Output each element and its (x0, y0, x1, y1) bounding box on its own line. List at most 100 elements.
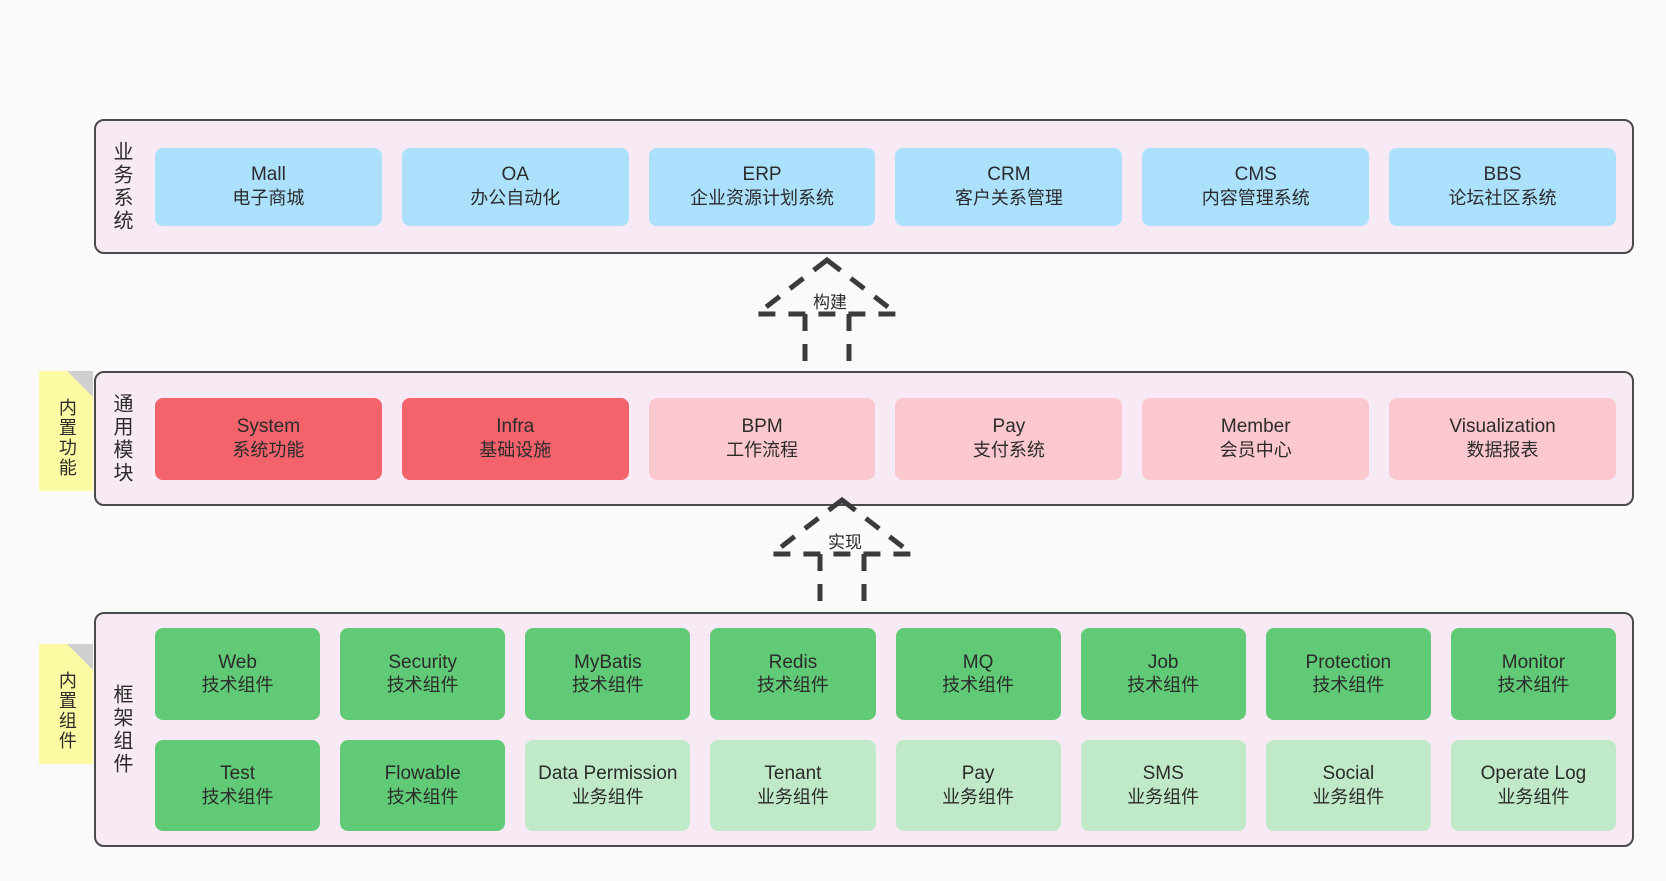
card-crm[interactable]: CRM 客户关系管理 (895, 147, 1123, 226)
card-monitor[interactable]: Monitor 技术组件 (1450, 628, 1616, 720)
card-operate-log[interactable]: Operate Log 业务组件 (1450, 739, 1616, 831)
card-title-en: Infra (496, 416, 535, 438)
card-bbs[interactable]: BBS 论坛社区系统 (1389, 147, 1616, 226)
card-title-cn: 工作流程 (726, 440, 799, 461)
card-bpm[interactable]: BPM 工作流程 (648, 397, 876, 480)
card-social[interactable]: Social 业务组件 (1265, 739, 1431, 831)
framework-row-tech: Web 技术组件 Security 技术组件 MyBatis 技术组件 Redi… (155, 628, 1616, 720)
card-cms[interactable]: CMS 内容管理系统 (1142, 147, 1370, 226)
card-title-cn: 技术组件 (386, 675, 459, 696)
framework-row-business: Test 技术组件 Flowable 技术组件 Data Permission … (155, 739, 1616, 831)
card-title-cn: 技术组件 (1127, 675, 1200, 696)
card-title-en: System (236, 416, 301, 438)
card-title-en: MyBatis (574, 651, 642, 673)
card-title-en: Mall (250, 164, 286, 186)
card-title-cn: 办公自动化 (470, 188, 561, 209)
business-card-row: Mall 电子商城 OA 办公自动化 ERP 企业资源计划系统 CRM 客户关系… (139, 121, 1632, 252)
card-security[interactable]: Security 技术组件 (340, 628, 506, 720)
card-title-en: Monitor (1501, 651, 1566, 673)
card-title-cn: 业务组件 (942, 786, 1015, 807)
modules-card-row: System 系统功能 Infra 基础设施 BPM 工作流程 Pay 支付系统… (139, 373, 1632, 504)
card-web[interactable]: Web 技术组件 (155, 628, 321, 720)
card-title-en: MQ (962, 651, 994, 673)
card-title-en: Job (1147, 651, 1179, 673)
card-title-en: ERP (742, 164, 782, 186)
card-title-cn: 业务组件 (1497, 786, 1570, 807)
card-pay-module[interactable]: Pay 支付系统 (895, 397, 1123, 480)
card-title-en: Social (1322, 763, 1375, 785)
card-protection[interactable]: Protection 技术组件 (1265, 628, 1431, 720)
card-flowable[interactable]: Flowable 技术组件 (340, 739, 506, 831)
card-title-en: Operate Log (1480, 763, 1587, 785)
card-title-cn: 技术组件 (1312, 675, 1385, 696)
generalization-arrow-icon (764, 496, 920, 604)
generalization-arrow-icon (749, 256, 905, 364)
card-title-en: Data Permission (538, 763, 678, 785)
card-sms[interactable]: SMS 业务组件 (1080, 739, 1246, 831)
card-title-en: Test (220, 763, 255, 785)
card-title-cn: 业务组件 (756, 786, 829, 807)
layer-business-systems: 业务系统 Mall 电子商城 OA 办公自动化 ERP 企业资源计划系统 CRM… (94, 119, 1634, 254)
layer-label-modules: 通用模块 (110, 392, 132, 485)
connector-label-build: 构建 (813, 293, 847, 312)
connector-realize: 实现 (742, 492, 942, 604)
card-title-en: Protection (1305, 651, 1392, 673)
card-title-cn: 技术组件 (1497, 675, 1570, 696)
card-title-en: OA (501, 164, 529, 186)
card-mybatis[interactable]: MyBatis 技术组件 (525, 628, 691, 720)
card-infra[interactable]: Infra 基础设施 (401, 397, 629, 480)
sticky-note-label: 内置组件 (56, 671, 77, 751)
card-title-cn: 技术组件 (942, 675, 1015, 696)
card-mall[interactable]: Mall 电子商城 (155, 147, 382, 226)
card-title-en: CRM (987, 164, 1031, 186)
card-title-cn: 业务组件 (1312, 786, 1385, 807)
card-title-en: SMS (1142, 763, 1184, 785)
card-erp[interactable]: ERP 企业资源计划系统 (648, 147, 876, 226)
card-member[interactable]: Member 会员中心 (1142, 397, 1370, 480)
card-title-cn: 会员中心 (1219, 440, 1292, 461)
card-mq[interactable]: MQ 技术组件 (895, 628, 1061, 720)
sticky-note-builtin-functions: 内置功能 (39, 371, 93, 491)
card-test[interactable]: Test 技术组件 (155, 739, 321, 831)
card-data-permission[interactable]: Data Permission 业务组件 (525, 739, 691, 831)
sticky-note-label: 内置功能 (56, 398, 77, 478)
card-title-en: Flowable (384, 763, 461, 785)
connector-build: 构建 (727, 252, 927, 364)
card-title-en: CMS (1234, 164, 1277, 186)
card-job[interactable]: Job 技术组件 (1080, 628, 1246, 720)
card-title-cn: 技术组件 (201, 786, 274, 807)
card-title-cn: 内容管理系统 (1201, 188, 1310, 209)
sticky-note-builtin-components: 内置组件 (39, 644, 93, 764)
card-title-en: Visualization (1449, 416, 1556, 438)
card-title-cn: 技术组件 (201, 675, 274, 696)
layer-common-modules: 通用模块 System 系统功能 Infra 基础设施 BPM 工作流程 Pay… (94, 371, 1634, 506)
card-title-en: Security (388, 651, 457, 673)
card-title-en: Pay (992, 416, 1026, 438)
layer-framework-components: 框架组件 Web 技术组件 Security 技术组件 MyBatis 技术组件… (94, 612, 1634, 847)
card-title-cn: 论坛社区系统 (1448, 188, 1557, 209)
card-title-cn: 技术组件 (571, 675, 644, 696)
card-system[interactable]: System 系统功能 (155, 397, 382, 480)
layer-label-framework: 框架组件 (110, 683, 132, 776)
card-title-cn: 技术组件 (386, 786, 459, 807)
card-title-en: BBS (1483, 164, 1522, 186)
card-oa[interactable]: OA 办公自动化 (401, 147, 629, 226)
card-visualization[interactable]: Visualization 数据报表 (1389, 397, 1616, 480)
card-tenant[interactable]: Tenant 业务组件 (710, 739, 876, 831)
card-title-cn: 数据报表 (1466, 440, 1539, 461)
card-title-cn: 客户关系管理 (954, 188, 1063, 209)
card-title-cn: 支付系统 (972, 440, 1045, 461)
card-title-en: Redis (768, 651, 818, 673)
card-title-cn: 业务组件 (1127, 786, 1200, 807)
card-pay-component[interactable]: Pay 业务组件 (895, 739, 1061, 831)
card-redis[interactable]: Redis 技术组件 (710, 628, 876, 720)
card-title-en: Pay (961, 763, 995, 785)
connector-label-realize: 实现 (828, 533, 862, 552)
card-title-en: Tenant (764, 763, 822, 785)
card-title-en: Web (218, 651, 257, 673)
framework-card-grid: Web 技术组件 Security 技术组件 MyBatis 技术组件 Redi… (139, 614, 1632, 845)
card-title-cn: 系统功能 (232, 440, 305, 461)
card-title-en: Member (1220, 416, 1291, 438)
card-title-cn: 电子商城 (232, 188, 305, 209)
card-title-en: BPM (741, 416, 783, 438)
